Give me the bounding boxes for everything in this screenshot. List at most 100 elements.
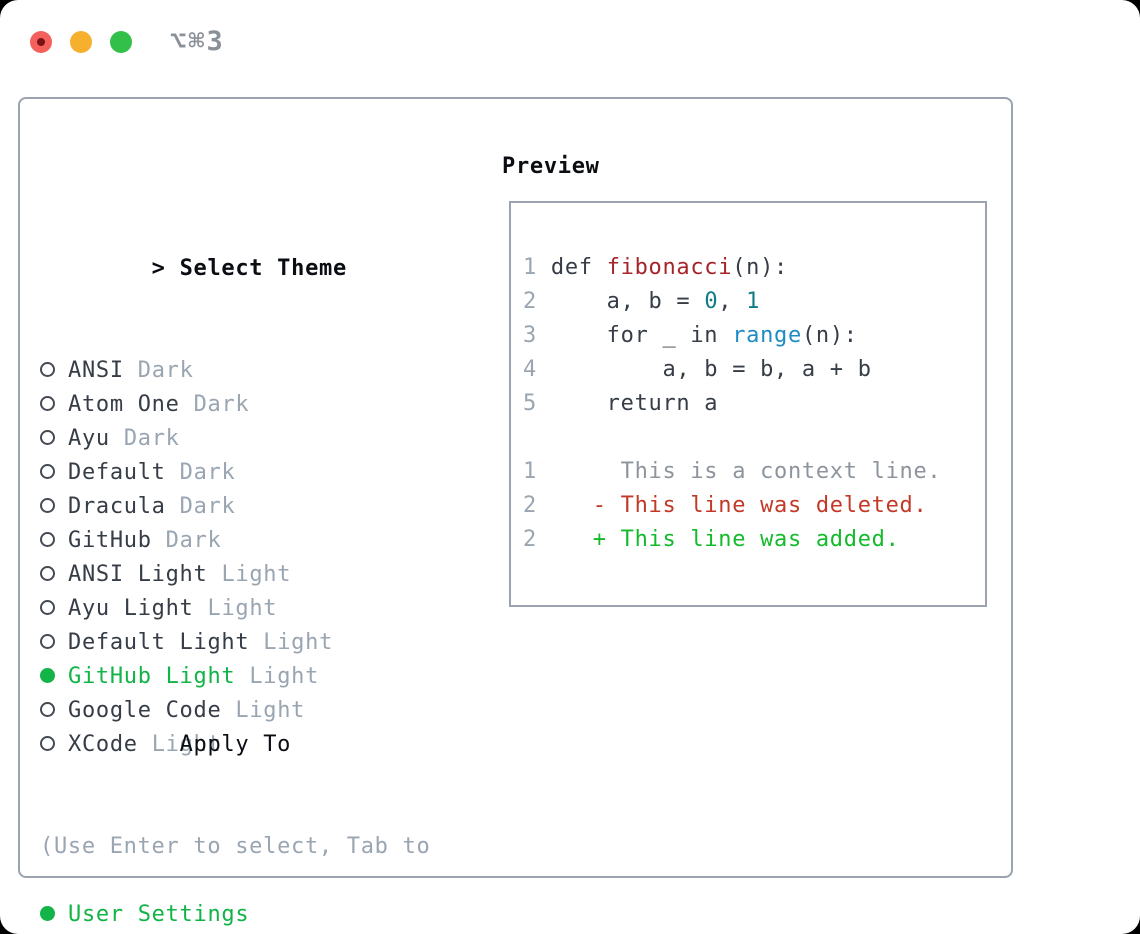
theme-list-header: > Select Theme (40, 218, 347, 281)
theme-option-9[interactable]: Default Light Light (40, 626, 347, 660)
theme-option-variant: Dark (193, 392, 250, 417)
code-line: 2 - This line was deleted. (523, 489, 985, 523)
theme-option-variant: Light (235, 698, 306, 723)
theme-option-variant: Dark (179, 494, 236, 519)
radio-cell (40, 898, 68, 932)
theme-option-7[interactable]: ANSI Light Light (40, 558, 347, 592)
selection-caret: > (151, 256, 166, 281)
minimize-button[interactable] (70, 30, 92, 53)
code-token: - This line was deleted. (550, 493, 928, 518)
theme-option-label: Dracula (68, 494, 166, 519)
apply-option-1[interactable]: User Settings (40, 898, 319, 932)
preview-title: Preview (502, 154, 600, 179)
radio-cell (40, 694, 68, 728)
line-number: 3 (523, 323, 537, 348)
code-token: for _ in (550, 323, 733, 348)
titlebar: ⌥⌘3 (30, 26, 225, 57)
theme-option-label: Ayu (68, 426, 110, 451)
apply-to-header-row: Apply To (40, 694, 319, 757)
hint-line-1: (Use Enter to select, Tab to (40, 834, 431, 859)
hint-footer: (Use Enter to select, Tab to change focu… (40, 762, 430, 934)
close-button[interactable] (30, 30, 52, 53)
theme-option-6[interactable]: GitHub Dark (40, 524, 347, 558)
theme-option-4[interactable]: Default Dark (40, 456, 347, 490)
radio-cell (40, 524, 68, 558)
theme-option-variant: Dark (137, 358, 194, 383)
theme-option-2[interactable]: Atom One Dark (40, 388, 347, 422)
radio-icon (40, 735, 55, 751)
theme-option-11[interactable]: Google Code Light (40, 694, 347, 728)
theme-option-label: Ayu Light (68, 596, 194, 621)
theme-option-5[interactable]: Dracula Dark (40, 490, 347, 524)
theme-option-label: Google Code (68, 698, 222, 723)
theme-option-variant: Dark (179, 460, 236, 485)
radio-cell (40, 354, 68, 388)
radio-cell (40, 490, 68, 524)
radio-icon (40, 497, 55, 513)
code-line: 1 def fibonacci(n): (523, 251, 985, 285)
radio-cell (40, 660, 68, 694)
radio-icon (40, 429, 55, 445)
theme-option-label: Atom One (68, 392, 180, 417)
theme-option-variant: Dark (123, 426, 180, 451)
code-token: , (718, 289, 747, 314)
code-token: fibonacci (606, 255, 733, 280)
code-token: + This line was added. (550, 527, 900, 552)
theme-option-variant: Light (263, 630, 334, 655)
code-token: 0 (704, 289, 719, 314)
zoom-button[interactable] (110, 30, 132, 53)
radio-selected-icon (40, 667, 55, 683)
radio-cell (40, 728, 68, 762)
radio-icon (40, 361, 55, 377)
theme-option-label: ANSI Light (68, 562, 208, 587)
line-number: 4 (523, 357, 537, 382)
theme-option-3[interactable]: Ayu Dark (40, 422, 347, 456)
line-number: 2 (523, 289, 537, 314)
apply-option-label: User Settings (68, 902, 250, 927)
radio-icon (40, 395, 55, 411)
line-number: 1 (523, 459, 537, 484)
code-token: range (732, 323, 802, 348)
radio-cell (40, 626, 68, 660)
radio-icon (40, 701, 55, 717)
theme-option-label: GitHub (68, 528, 152, 553)
theme-option-variant: Light (249, 664, 320, 689)
radio-icon (40, 565, 55, 581)
radio-cell (40, 388, 68, 422)
theme-list-title: Select Theme (179, 256, 347, 281)
code-token: return a (550, 391, 719, 416)
code-token: 1 (746, 289, 761, 314)
code-line: 1 This is a context line. (523, 455, 985, 489)
apply-to-section: Apply To User SettingsWorkspace Settings (40, 626, 319, 934)
line-number: 1 (523, 255, 537, 280)
radio-cell (40, 422, 68, 456)
theme-option-variant: Light (221, 562, 292, 587)
code-token: This is a context line. (550, 459, 942, 484)
radio-icon (40, 531, 55, 547)
code-token: (n): (732, 255, 788, 280)
line-number: 5 (523, 391, 537, 416)
theme-option-label: Default Light (68, 630, 250, 655)
radio-cell (40, 592, 68, 626)
radio-icon (40, 633, 55, 649)
radio-cell (40, 558, 68, 592)
code-token: def (550, 255, 607, 280)
code-line: 2 a, b = 0, 1 (523, 285, 985, 319)
line-number: 2 (523, 527, 537, 552)
radio-selected-icon (40, 905, 55, 921)
code-line (523, 421, 985, 455)
window-shortcut-label: ⌥⌘3 (170, 26, 225, 57)
line-number: 2 (523, 493, 537, 518)
theme-option-variant: Dark (165, 528, 222, 553)
theme-option-label: Default (68, 460, 166, 485)
apply-to-title: Apply To (179, 732, 292, 757)
